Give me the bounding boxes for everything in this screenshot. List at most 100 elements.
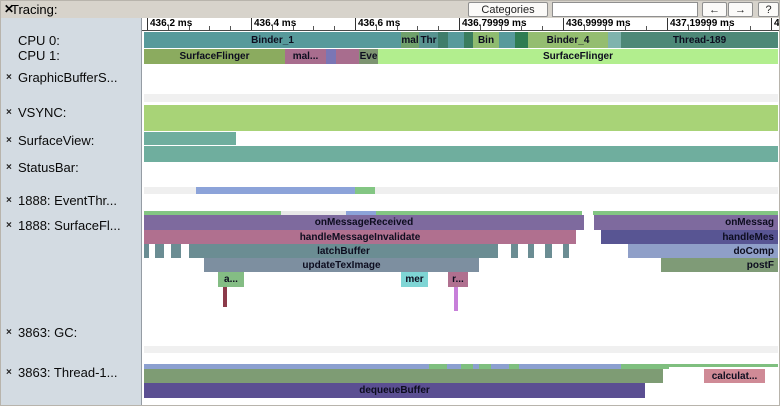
trace-slice[interactable]: Binder_4 — [528, 32, 608, 48]
trace-slice[interactable]: calculat... — [704, 369, 765, 383]
trace-slice[interactable] — [669, 364, 778, 367]
ruler-tick-label: 436.6 ms — [358, 18, 401, 29]
trace-slice[interactable] — [464, 32, 473, 48]
trace-slice[interactable] — [346, 211, 376, 215]
track-label-panel: CPU 0:CPU 1: × GraphicBufferS... × VSYNC: ×Su… — [1, 18, 142, 405]
track-label-row[interactable]: CPU 1: — [1, 48, 141, 63]
ruler-minor-tick — [334, 26, 335, 30]
ruler-minor-tick — [168, 26, 169, 30]
ruler-tick-label: 436.79999 ms — [462, 18, 527, 29]
trace-slice[interactable]: a... — [218, 272, 244, 287]
close-track-icon[interactable]: × — [6, 327, 12, 338]
track-label: GraphicBufferS... — [18, 70, 118, 85]
close-track-icon[interactable]: × — [6, 195, 12, 206]
trace-slice[interactable]: doComp — [628, 244, 778, 258]
trace-slice[interactable] — [376, 211, 582, 215]
close-icon[interactable]: ✕ — [4, 2, 15, 16]
track-label: CPU 1: — [18, 48, 60, 63]
trace-slice[interactable] — [461, 364, 473, 369]
trace-slice[interactable] — [281, 211, 346, 215]
trace-slice[interactable] — [144, 132, 236, 145]
trace-slice[interactable] — [144, 94, 778, 102]
trace-slice[interactable]: onMessag — [594, 215, 778, 230]
trace-slice[interactable] — [144, 187, 778, 194]
trace-slice[interactable] — [509, 364, 519, 369]
trace-slice[interactable]: Thr — [419, 32, 438, 48]
close-track-icon[interactable]: × — [6, 367, 12, 378]
trace-slice[interactable] — [144, 146, 778, 162]
close-track-icon[interactable]: × — [6, 162, 12, 173]
trace-slice[interactable] — [621, 364, 669, 369]
track-label-row[interactable]: CPU 0: — [1, 33, 141, 48]
track-label-row[interactable]: ×1888: EventThr... — [1, 193, 141, 208]
trace-slice[interactable]: Thread-189 — [621, 32, 778, 48]
trace-slice[interactable]: Bin — [473, 32, 499, 48]
trace-slice[interactable] — [144, 364, 621, 369]
trace-slice[interactable]: updateTexImage — [204, 258, 479, 272]
back-button[interactable]: ← — [702, 2, 727, 17]
trace-slice[interactable]: Binder_1 — [144, 32, 401, 48]
close-track-icon[interactable]: × — [6, 72, 12, 83]
track-label-row[interactable]: ×1888: SurfaceFl... — [1, 218, 141, 233]
track-label-row[interactable]: × VSYNC: — [1, 105, 141, 120]
ruler-tick-label: 436.2 ms — [150, 18, 193, 29]
trace-slice[interactable] — [563, 244, 569, 258]
trace-slice[interactable] — [454, 287, 458, 311]
search-input[interactable] — [552, 2, 698, 17]
trace-slice[interactable] — [593, 211, 778, 215]
track-label-row[interactable]: × StatusBar: — [1, 160, 141, 175]
trace-slice[interactable] — [144, 346, 778, 353]
ruler-major-tick — [459, 18, 460, 30]
forward-button[interactable]: → — [728, 2, 753, 17]
trace-slice[interactable] — [448, 32, 464, 48]
trace-slice[interactable] — [223, 287, 227, 307]
trace-slice[interactable]: latchBuffer — [189, 244, 498, 258]
trace-slice[interactable] — [511, 244, 518, 258]
trace-slice[interactable]: mer — [401, 272, 428, 287]
trace-slice[interactable] — [528, 244, 534, 258]
track-label-row[interactable]: ×3863: GC: — [1, 325, 141, 340]
ruler-minor-tick — [584, 26, 585, 30]
trace-slice[interactable] — [608, 32, 621, 48]
ruler-major-tick — [771, 18, 772, 30]
track-label-row[interactable]: ×3863: Thread-1... — [1, 365, 141, 380]
trace-slice[interactable]: postF — [661, 258, 778, 272]
trace-slice[interactable] — [429, 364, 447, 369]
trace-slice[interactable] — [155, 244, 164, 258]
trace-slice[interactable]: onMessageReceived — [144, 215, 584, 230]
trace-slice[interactable]: handleMessageInvalidate — [144, 230, 576, 244]
track-label-row[interactable]: ×SurfaceView: — [1, 133, 141, 148]
track-label: VSYNC: — [18, 105, 67, 120]
close-track-icon[interactable]: × — [6, 220, 12, 231]
trace-slice[interactable] — [499, 32, 515, 48]
trace-slice[interactable] — [196, 187, 355, 194]
trace-slice[interactable] — [171, 244, 181, 258]
trace-slice[interactable] — [144, 105, 778, 131]
trace-slice[interactable]: dequeueBuffer — [144, 383, 645, 398]
trace-slice[interactable]: Eve — [359, 49, 378, 64]
trace-slice[interactable] — [326, 49, 336, 64]
trace-slice[interactable] — [515, 32, 528, 48]
trace-slice[interactable]: handleMes — [601, 230, 778, 244]
trace-slice[interactable] — [144, 369, 663, 383]
trace-slice[interactable] — [144, 244, 149, 258]
trace-slice[interactable] — [438, 32, 448, 48]
track-label: StatusBar: — [18, 160, 79, 175]
trace-slice[interactable] — [545, 244, 552, 258]
close-track-icon[interactable]: × — [6, 107, 12, 118]
trace-slice[interactable]: mal — [401, 32, 419, 48]
categories-button[interactable]: Categories — [468, 2, 548, 17]
trace-slice[interactable] — [336, 49, 359, 64]
help-button[interactable]: ? — [758, 2, 779, 17]
trace-slice[interactable]: mal... — [285, 49, 326, 64]
track-label-row[interactable]: × GraphicBufferS... — [1, 70, 141, 85]
trace-slice[interactable]: SurfaceFlinger — [144, 49, 285, 64]
trace-slice[interactable] — [355, 187, 375, 194]
trace-slice[interactable] — [479, 364, 491, 369]
trace-slice[interactable] — [144, 211, 281, 215]
close-track-icon[interactable]: × — [6, 135, 12, 146]
trace-slice[interactable]: SurfaceFlinger — [378, 49, 778, 64]
trace-slice[interactable]: r... — [448, 272, 468, 287]
